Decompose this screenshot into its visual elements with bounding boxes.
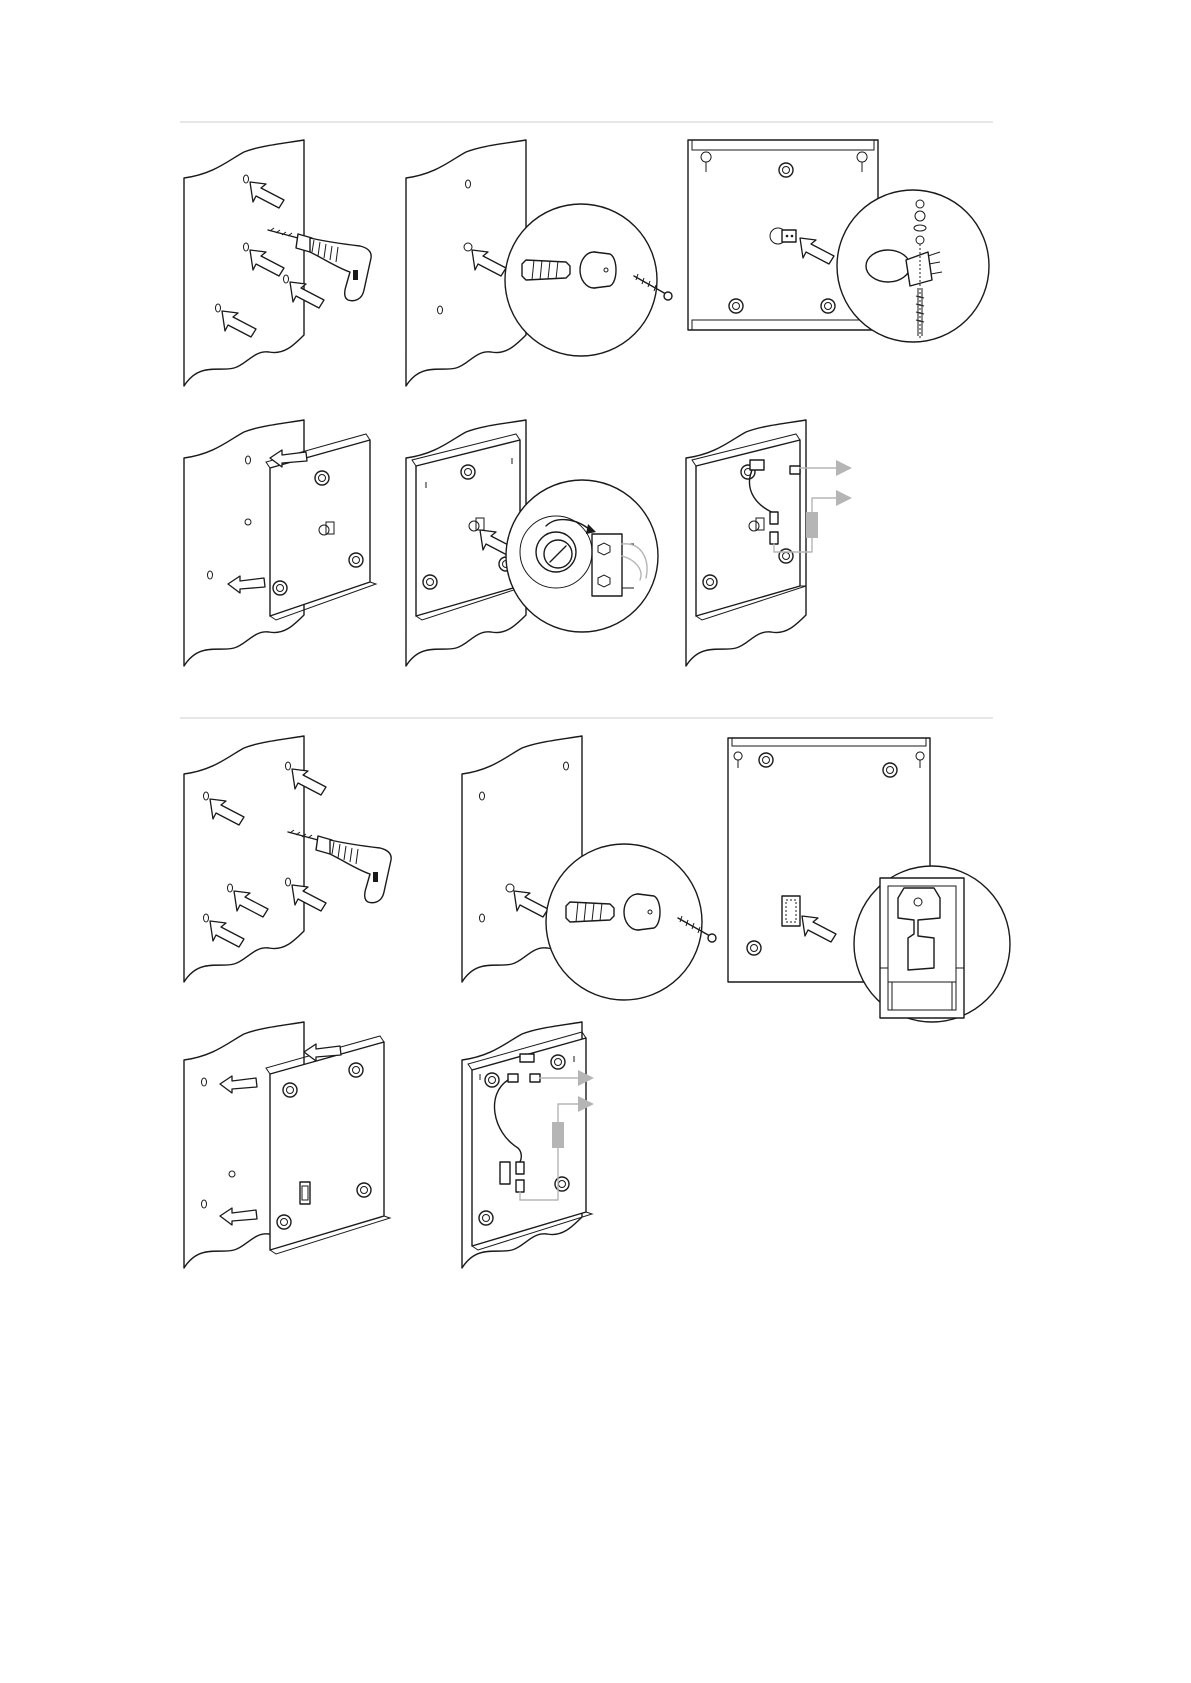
step-fit-tamper-small <box>688 140 989 342</box>
drill-icon <box>268 228 371 301</box>
tamper-switch-icon <box>880 878 964 1018</box>
enclosure-backplate-icon <box>692 434 806 620</box>
arrow-icon <box>220 1208 257 1225</box>
arrow-icon <box>228 576 265 593</box>
wall-panel-icon <box>184 736 304 982</box>
enclosure-backplate-icon <box>266 1036 390 1254</box>
step-mount-enclosure-small <box>184 420 376 666</box>
arrow-icon <box>290 282 324 308</box>
arrow-icon <box>220 1076 257 1093</box>
step-fit-tamper-large <box>728 738 1010 1022</box>
arrow-icon <box>800 238 834 264</box>
step-wire-tamper-small <box>686 420 852 666</box>
arrow-icon <box>222 311 256 337</box>
arrow-icon <box>210 921 244 947</box>
enclosure-backplate-icon <box>412 434 526 620</box>
arrow-icon <box>234 891 268 917</box>
arrow-icon <box>292 769 326 795</box>
arrow-icon <box>210 799 244 825</box>
step-adjust-tamper-small <box>406 420 658 666</box>
arrow-icon <box>250 250 284 276</box>
arrow-icon <box>250 182 284 208</box>
step-drill-holes-large <box>184 736 391 982</box>
enclosure-backplate-icon <box>468 1032 592 1250</box>
arrow-icon <box>472 250 506 276</box>
step-insert-plugs-large <box>462 736 716 1000</box>
step-mount-enclosure-large <box>184 1022 390 1268</box>
arrow-icon <box>514 891 548 917</box>
step-insert-plugs-small <box>406 140 672 386</box>
arrow-icon <box>292 885 326 911</box>
arrow-icon <box>802 916 836 942</box>
step-wire-tamper-large <box>462 1022 594 1268</box>
step-drill-holes-small <box>184 140 371 386</box>
